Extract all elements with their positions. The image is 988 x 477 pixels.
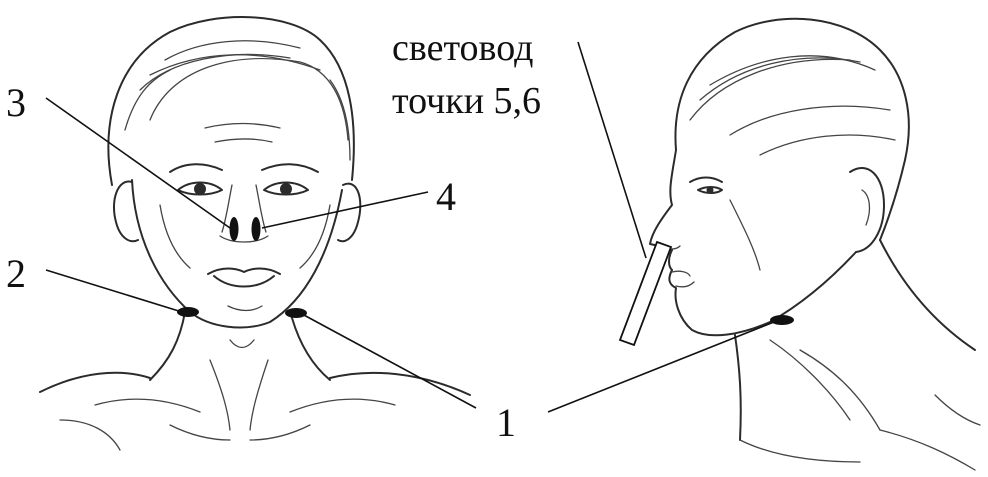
label-point-4: 4 (436, 174, 456, 219)
label-point-2: 2 (6, 251, 26, 296)
profile-face-figure (650, 19, 980, 470)
label-lightguide-points: точки 5,6 (392, 80, 541, 122)
point-1-front-marker (285, 308, 307, 318)
label-point-1: 1 (496, 400, 516, 445)
leader-line-lightguide (578, 42, 646, 258)
leader-line-4 (262, 192, 428, 228)
point-4-marker (252, 217, 261, 241)
acupoint-markers (177, 217, 794, 325)
leader-line-3 (46, 98, 230, 228)
label-lightguide-title: световод (392, 27, 533, 69)
leader-line-1-front (302, 314, 476, 408)
point-3-marker (230, 217, 239, 241)
point-1-profile-marker (770, 315, 794, 325)
label-point-3: 3 (6, 80, 26, 125)
text-labels: 3 4 2 1 световод точки 5,6 (6, 27, 541, 445)
